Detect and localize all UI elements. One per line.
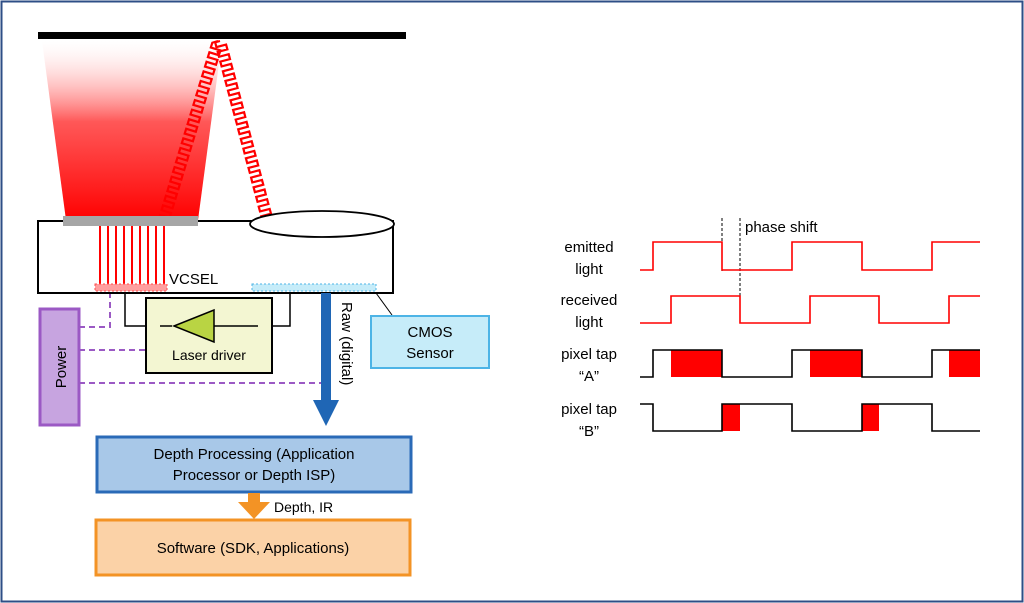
tap-a-pulse-2 (810, 350, 862, 377)
emitted-light-waveform (640, 241, 980, 271)
depth-processing-line1: Depth Processing (Application (154, 446, 355, 463)
vcsel-label: VCSEL (169, 271, 218, 288)
tap-a-pulse-3 (949, 350, 980, 377)
target-surface (38, 32, 406, 39)
raw-arrow-shaft (321, 293, 331, 401)
row-label-received-2: light (575, 314, 603, 331)
row-label-tap-a-2: “A” (579, 368, 599, 385)
row-label-received-1: received (561, 292, 618, 309)
cmos-callout-line (375, 292, 393, 316)
tap-b-pulse-1 (722, 404, 740, 431)
emitted-light-beam (42, 41, 222, 220)
tap-b-waveform (640, 403, 980, 432)
vcsel-emitter-lines (99, 226, 165, 285)
row-label-emitted-1: emitted (564, 239, 613, 256)
row-label-emitted-2: light (575, 261, 603, 278)
power-box (38, 307, 81, 427)
received-light-waveform (640, 295, 980, 324)
vcsel-chip (94, 283, 168, 292)
software-label: Software (SDK, Applications) (157, 540, 350, 557)
depth-processing-line2: Processor or Depth ISP) (173, 467, 336, 484)
receiver-lens (249, 210, 395, 238)
raw-digital-label: Raw (digital) (338, 302, 355, 385)
depth-ir-label: Depth, IR (274, 499, 333, 515)
depth-ir-arrow-shaft (248, 493, 260, 503)
row-label-tap-b-1: pixel tap (561, 401, 617, 418)
tap-a-pulse-1 (671, 350, 722, 377)
cmos-sensor-box (370, 315, 490, 369)
software-box (94, 518, 412, 577)
tap-b-pulse-2 (862, 404, 879, 431)
cmos-label-line1: CMOS (408, 324, 453, 341)
power-label: Power (53, 346, 70, 389)
cmos-sensor-strip (251, 283, 377, 292)
cmos-label-line2: Sensor (406, 345, 454, 362)
emitted-wave-ray (157, 39, 222, 229)
raw-arrow-head (313, 400, 339, 426)
laser-driver-label: Laser driver (172, 347, 246, 363)
driver-cmos-wire (272, 292, 291, 327)
depth-processing-box (95, 435, 413, 494)
vcsel-driver-wire (124, 292, 146, 327)
diffuser (63, 216, 198, 226)
row-label-tap-a-1: pixel tap (561, 346, 617, 363)
tap-a-waveform (640, 349, 980, 378)
depth-ir-arrow-head (238, 502, 270, 519)
row-label-tap-b-2: “B” (579, 423, 599, 440)
phase-shift-label: phase shift (745, 219, 818, 236)
